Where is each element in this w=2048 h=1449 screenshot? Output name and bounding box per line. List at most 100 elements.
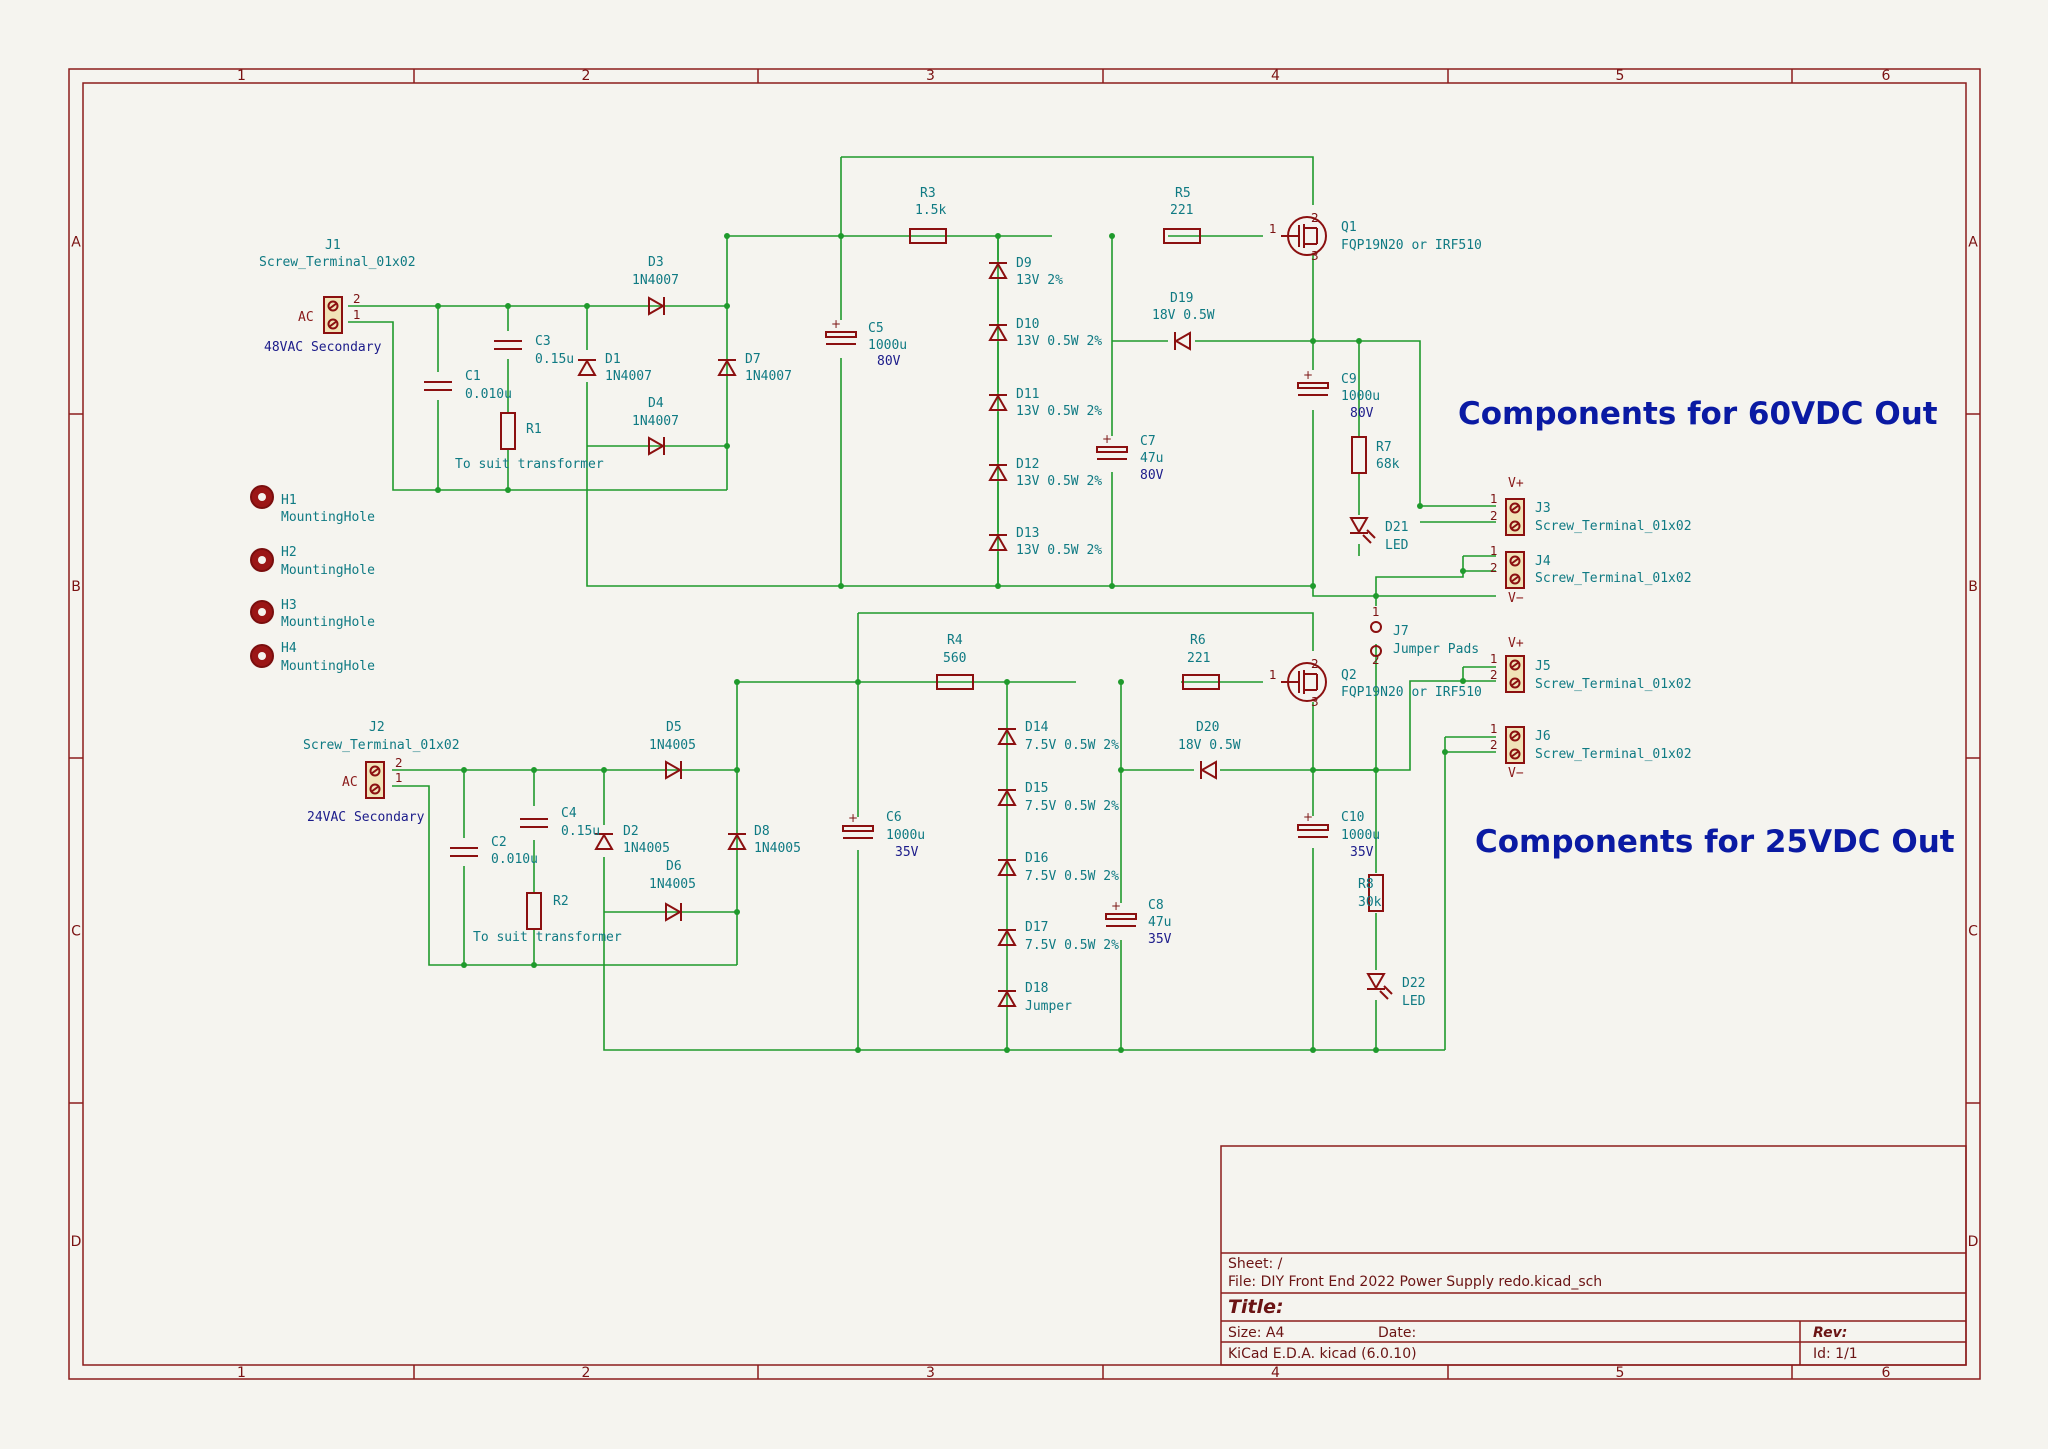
wire-junction [1442, 749, 1448, 755]
c5-value: 1000u [868, 338, 907, 353]
d16-value: 7.5V 0.5W 2% [1025, 869, 1119, 884]
d19-value: 18V 0.5W [1152, 308, 1215, 323]
r2-value: To suit transformer [473, 930, 622, 945]
wire-junction [1109, 583, 1115, 589]
d8-value: 1N4005 [754, 841, 801, 856]
pin-number: 2 [1490, 738, 1498, 752]
r4-resistor [936, 674, 974, 690]
frame-col-label: 5 [1616, 1365, 1625, 1381]
wire-junction [1460, 568, 1466, 574]
frame-row-label: C [71, 924, 81, 940]
c7-value: 47u [1140, 451, 1163, 466]
wire-junction [461, 962, 467, 968]
d21-led-ray [1366, 529, 1376, 539]
h1-ref: H1 [281, 493, 297, 508]
j3-terminal-pin-slot [1510, 522, 1520, 530]
j3-value: Screw_Terminal_01x02 [1535, 519, 1692, 534]
c10-rating: 35V [1350, 845, 1374, 860]
wire-junction [1004, 1047, 1010, 1053]
j5-terminal-pin-slot [1510, 661, 1520, 669]
j1-note: 48VAC Secondary [264, 340, 382, 355]
wire-junction [1373, 767, 1379, 773]
j1-terminal-pin [327, 318, 339, 330]
j5-terminal-pin [1509, 659, 1521, 671]
pin-number: 2 [1490, 668, 1498, 682]
zener-d14 [997, 727, 1017, 745]
j3-ref: J3 [1535, 501, 1551, 516]
wire-junction [838, 233, 844, 239]
wire-junction [1310, 338, 1316, 344]
wire-junction [838, 583, 844, 589]
j1-net: AC [298, 310, 314, 325]
h2-ref: H2 [281, 545, 297, 560]
j3-net: V+ [1508, 476, 1524, 491]
pin-number: 1 [1490, 722, 1498, 736]
pin-number: 1 [395, 771, 403, 785]
d3-ref: D3 [648, 255, 664, 270]
j1-terminal-pin-slot [328, 320, 338, 328]
c4-value: 0.15u [561, 824, 600, 839]
d2-diode [594, 832, 614, 850]
d20-ref: D20 [1196, 720, 1219, 735]
q1-mosfet-pin: 2 [1311, 211, 1319, 225]
labels: J1 Screw_Terminal_01x02 AC 48VAC Seconda… [259, 186, 1692, 1014]
c9-capacitor [1297, 382, 1329, 389]
j2-terminal-pin-slot [370, 767, 380, 775]
frame-col-label: 2 [582, 1365, 591, 1381]
title-block: Sheet: / File: DIY Front End 2022 Power … [1220, 1145, 1967, 1366]
r6-value: 221 [1187, 651, 1210, 666]
c9-ref: C9 [1341, 372, 1357, 387]
wire-junction [1417, 503, 1423, 509]
c9-rating: 80V [1350, 406, 1374, 421]
r1-resistor [500, 412, 516, 450]
d22-led-ray [1379, 990, 1389, 1000]
frame-col-label: 4 [1271, 1365, 1280, 1381]
d18-ref: D18 [1025, 981, 1048, 996]
j4-net: V− [1508, 591, 1524, 606]
zener-d12 [988, 463, 1008, 481]
j7-pin: 1 [1372, 605, 1380, 619]
j2-terminal-pin-slot [370, 785, 380, 793]
d19-ref: D19 [1170, 291, 1193, 306]
j3-terminal-pin [1509, 502, 1521, 514]
wire-junction [584, 303, 590, 309]
h2-value: MountingHole [281, 563, 375, 578]
tb-sheet: Sheet: / [1228, 1256, 1283, 1272]
j7-value: Jumper Pads [1393, 642, 1479, 657]
mounting-hole-center [258, 608, 266, 616]
c8-ref: C8 [1148, 898, 1164, 913]
q1-mosfet-pin: 1 [1269, 222, 1277, 236]
d10-value: 13V 0.5W 2% [1016, 334, 1102, 349]
j6-net: V− [1508, 766, 1524, 781]
j7-pin: 2 [1372, 653, 1380, 667]
d20-value: 18V 0.5W [1178, 738, 1241, 753]
mounting-hole-center [258, 556, 266, 564]
zener-d17 [997, 928, 1017, 946]
c1-value: 0.010u [465, 387, 512, 402]
r7-value: 68k [1376, 457, 1400, 472]
j5-terminal-pin [1509, 677, 1521, 689]
j3-terminal-pin [1509, 520, 1521, 532]
d22-ref: D22 [1402, 976, 1425, 991]
c6-ref: C6 [886, 810, 902, 825]
r2-ref: R2 [553, 894, 569, 909]
j3-terminal-pin-slot [1510, 504, 1520, 512]
d17-value: 7.5V 0.5W 2% [1025, 938, 1119, 953]
c5-rating: 80V [877, 354, 901, 369]
c5-capacitor-plus: + [831, 317, 841, 331]
frame-row-label: C [1968, 924, 1978, 940]
d1-value: 1N4007 [605, 369, 652, 384]
tb-id: Id: 1/1 [1813, 1346, 1858, 1362]
tb-date: Date: [1378, 1325, 1416, 1341]
d3-value: 1N4007 [632, 273, 679, 288]
c6-capacitor [842, 825, 874, 832]
wire-junction [435, 487, 441, 493]
h3-value: MountingHole [281, 615, 375, 630]
d16-ref: D16 [1025, 851, 1048, 866]
r2-resistor [526, 892, 542, 930]
wire [1375, 571, 1464, 596]
j2-value: Screw_Terminal_01x02 [303, 738, 460, 753]
c10-ref: C10 [1341, 810, 1364, 825]
tb-size: Size: A4 [1228, 1325, 1284, 1341]
